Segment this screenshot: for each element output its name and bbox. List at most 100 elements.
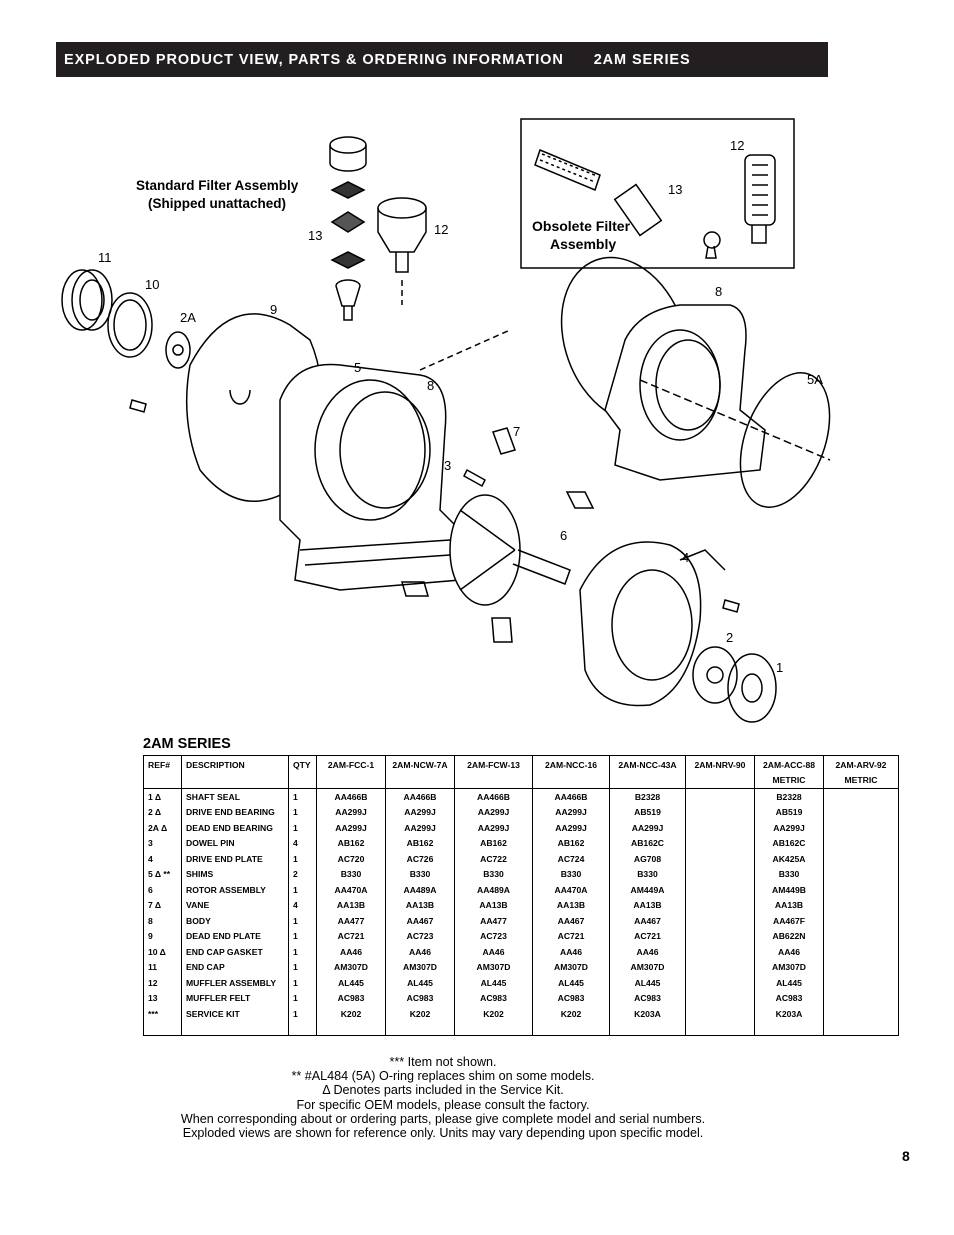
column-header-label: 2AM-ARV-92 <box>835 760 887 770</box>
obsolete-filter-element <box>534 148 721 259</box>
table-cell: AA46 <box>754 944 824 960</box>
rotor-assembly-6 <box>449 494 571 606</box>
table-cell: *** <box>143 1006 182 1036</box>
footnote-o-ring: ** #AL484 (5A) O-ring replaces shim on s… <box>291 1069 595 1084</box>
table-cell: 4 <box>288 897 317 913</box>
table-cell: AC721 <box>316 928 386 944</box>
muffler-assembly-12 <box>377 197 427 305</box>
table-cell: AA13B <box>609 897 686 913</box>
table-cell: AC723 <box>454 928 533 944</box>
table-cell: AC723 <box>385 928 455 944</box>
callout-5: 5 <box>354 360 361 375</box>
table-cell <box>685 944 755 960</box>
footnote-service-kit: Δ Denotes parts included in the Service … <box>322 1083 564 1098</box>
table-cell: 5 Δ ** <box>143 866 182 882</box>
table-cell: AB162 <box>385 835 455 851</box>
table-cell: AA470A <box>316 882 386 898</box>
table-cell: 12 <box>143 975 182 991</box>
callout-3: 3 <box>444 458 451 473</box>
column-header-label: 2AM-FCW-13 <box>467 760 520 770</box>
callout-8-left: 8 <box>427 378 434 393</box>
table-cell: AB162 <box>454 835 533 851</box>
table-cell: AA466B <box>316 788 386 805</box>
table-cell: 1 <box>288 788 317 805</box>
table-cell: 8 <box>143 913 182 929</box>
table-cell <box>823 975 899 991</box>
table-cell: B330 <box>385 866 455 882</box>
table-cell: AA299J <box>609 820 686 836</box>
table-cell: AL445 <box>609 975 686 991</box>
table-cell: VANE <box>181 897 289 913</box>
table-cell <box>685 897 755 913</box>
table-cell: AM307D <box>754 959 824 975</box>
table-cell: AA46 <box>385 944 455 960</box>
table-cell: AM307D <box>532 959 610 975</box>
table-cell: AA299J <box>454 820 533 836</box>
callout-10: 10 <box>145 277 159 292</box>
table-cell: 3 <box>143 835 182 851</box>
column-header-label: REF# <box>148 760 170 770</box>
table-cell <box>823 866 899 882</box>
table-cell <box>823 851 899 867</box>
table-cell <box>823 990 899 1006</box>
section-header: EXPLODED PRODUCT VIEW, PARTS & ORDERING … <box>56 42 828 77</box>
table-cell: AG708 <box>609 851 686 867</box>
table-cell: AB519 <box>609 804 686 820</box>
callout-9: 9 <box>270 302 277 317</box>
table-cell: K203A <box>609 1006 686 1036</box>
table-cell <box>823 835 899 851</box>
table-cell: AM449B <box>754 882 824 898</box>
table-cell <box>685 866 755 882</box>
table-cell: AA299J <box>385 820 455 836</box>
table-cell: 1 <box>288 990 317 1006</box>
table-cell: AM307D <box>609 959 686 975</box>
table-cell: AB519 <box>754 804 824 820</box>
table-cell: 9 <box>143 928 182 944</box>
table-cell: AL445 <box>316 975 386 991</box>
column-header: 2AM-NRV-90 <box>685 755 755 789</box>
table-cell: 1 <box>288 928 317 944</box>
table-cell <box>685 990 755 1006</box>
table-cell: MUFFLER ASSEMBLY <box>181 975 289 991</box>
table-cell: 2A Δ <box>143 820 182 836</box>
table-cell: AC983 <box>609 990 686 1006</box>
table-cell: AL445 <box>454 975 533 991</box>
table-cell: AA467F <box>754 913 824 929</box>
column-header: 2AM-FCC-1 <box>316 755 386 789</box>
column-header-label: 2AM-NCC-43A <box>618 760 677 770</box>
callout-12: 12 <box>434 222 448 237</box>
table-cell: AA299J <box>385 804 455 820</box>
table-cell: AL445 <box>385 975 455 991</box>
obsolete-filter-sublabel: Assembly <box>550 236 616 252</box>
table-cell: AA299J <box>532 820 610 836</box>
table-cell: AA467 <box>385 913 455 929</box>
end-cap-11 <box>61 269 113 331</box>
column-header: 2AM-NCC-16 <box>532 755 610 789</box>
body-8 <box>279 363 461 591</box>
table-cell: AA489A <box>454 882 533 898</box>
footnote-item-not-shown: *** Item not shown. <box>389 1055 497 1069</box>
table-cell <box>685 975 755 991</box>
table-cell: 1 <box>288 882 317 898</box>
screw <box>129 399 147 413</box>
footnote-oem: For specific OEM models, please consult … <box>296 1097 590 1112</box>
table-cell: END CAP GASKET <box>181 944 289 960</box>
column-header-label: 2AM-FCC-1 <box>327 760 375 770</box>
table-cell: AB162 <box>532 835 610 851</box>
table-cell: SHIMS <box>181 866 289 882</box>
table-cell: AC983 <box>454 990 533 1006</box>
table-cell: AA299J <box>454 804 533 820</box>
table-cell: AA466B <box>385 788 455 805</box>
table-cell: AC721 <box>532 928 610 944</box>
column-header: 2AM-NCW-7A <box>385 755 455 789</box>
table-cell: AC722 <box>454 851 533 867</box>
table-cell: AA467 <box>532 913 610 929</box>
table-cell: B330 <box>754 866 824 882</box>
table-cell: SHAFT SEAL <box>181 788 289 805</box>
table-cell: B330 <box>532 866 610 882</box>
table-cell: AA489A <box>385 882 455 898</box>
table-cell: AA299J <box>316 804 386 820</box>
